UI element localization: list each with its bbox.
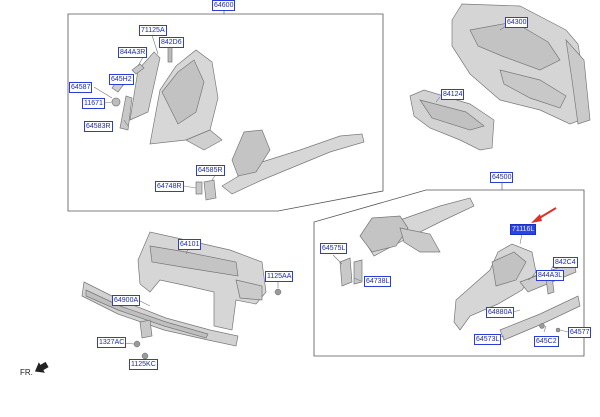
front-side-member-part xyxy=(339,197,581,341)
callout-label[interactable]: 64738L xyxy=(364,276,392,287)
callout-label[interactable]: 71125A xyxy=(139,25,167,36)
callout-label[interactable]: 64880A xyxy=(486,307,515,318)
bumper-beam-part xyxy=(81,281,239,347)
callout-label[interactable]: 844A3R xyxy=(118,47,148,58)
callout-label[interactable]: 645C2 xyxy=(534,336,559,347)
callout-label[interactable]: 64577 xyxy=(568,327,592,338)
front-direction-label: FR. xyxy=(20,368,33,377)
callout-label[interactable]: 645H2 xyxy=(109,74,134,85)
callout-label[interactable]: 64101 xyxy=(178,239,202,250)
callout-label[interactable]: 842C4 xyxy=(553,257,578,268)
highlight-arrow-icon xyxy=(531,207,557,223)
callout-label[interactable]: 64587 xyxy=(69,82,93,93)
callout-label[interactable]: 64300 xyxy=(505,17,529,28)
front-direction-arrow-icon xyxy=(34,361,49,373)
callout-label[interactable]: 84124 xyxy=(441,89,465,100)
callout-label[interactable]: 64900A xyxy=(112,295,141,306)
callout-label[interactable]: 64583R xyxy=(84,121,113,132)
callout-label[interactable]: 64600 xyxy=(212,0,236,11)
callout-label[interactable]: 1125KC xyxy=(129,359,158,370)
fender-apron-part xyxy=(111,43,365,201)
callout-label[interactable]: 844A3L xyxy=(536,270,565,281)
callout-label[interactable]: 64575L xyxy=(320,243,348,254)
cowl-bracket-part xyxy=(409,89,495,151)
callout-label[interactable]: 64585R xyxy=(196,165,225,176)
callout-label-highlighted[interactable]: 71116L xyxy=(510,224,537,235)
callout-label[interactable]: 1327AC xyxy=(97,337,127,348)
callout-label[interactable]: 11671 xyxy=(82,98,105,109)
callout-label[interactable]: 1125AA xyxy=(265,271,294,282)
callout-label[interactable]: 64573L xyxy=(474,334,502,345)
callout-label[interactable]: 64748R xyxy=(155,181,184,192)
front-end-carrier-part xyxy=(137,231,267,331)
group-box-64600 xyxy=(67,9,384,212)
callout-label[interactable]: 64500 xyxy=(490,172,514,183)
callout-label[interactable]: 842D6 xyxy=(159,37,184,48)
dash-panel-part xyxy=(451,3,591,125)
